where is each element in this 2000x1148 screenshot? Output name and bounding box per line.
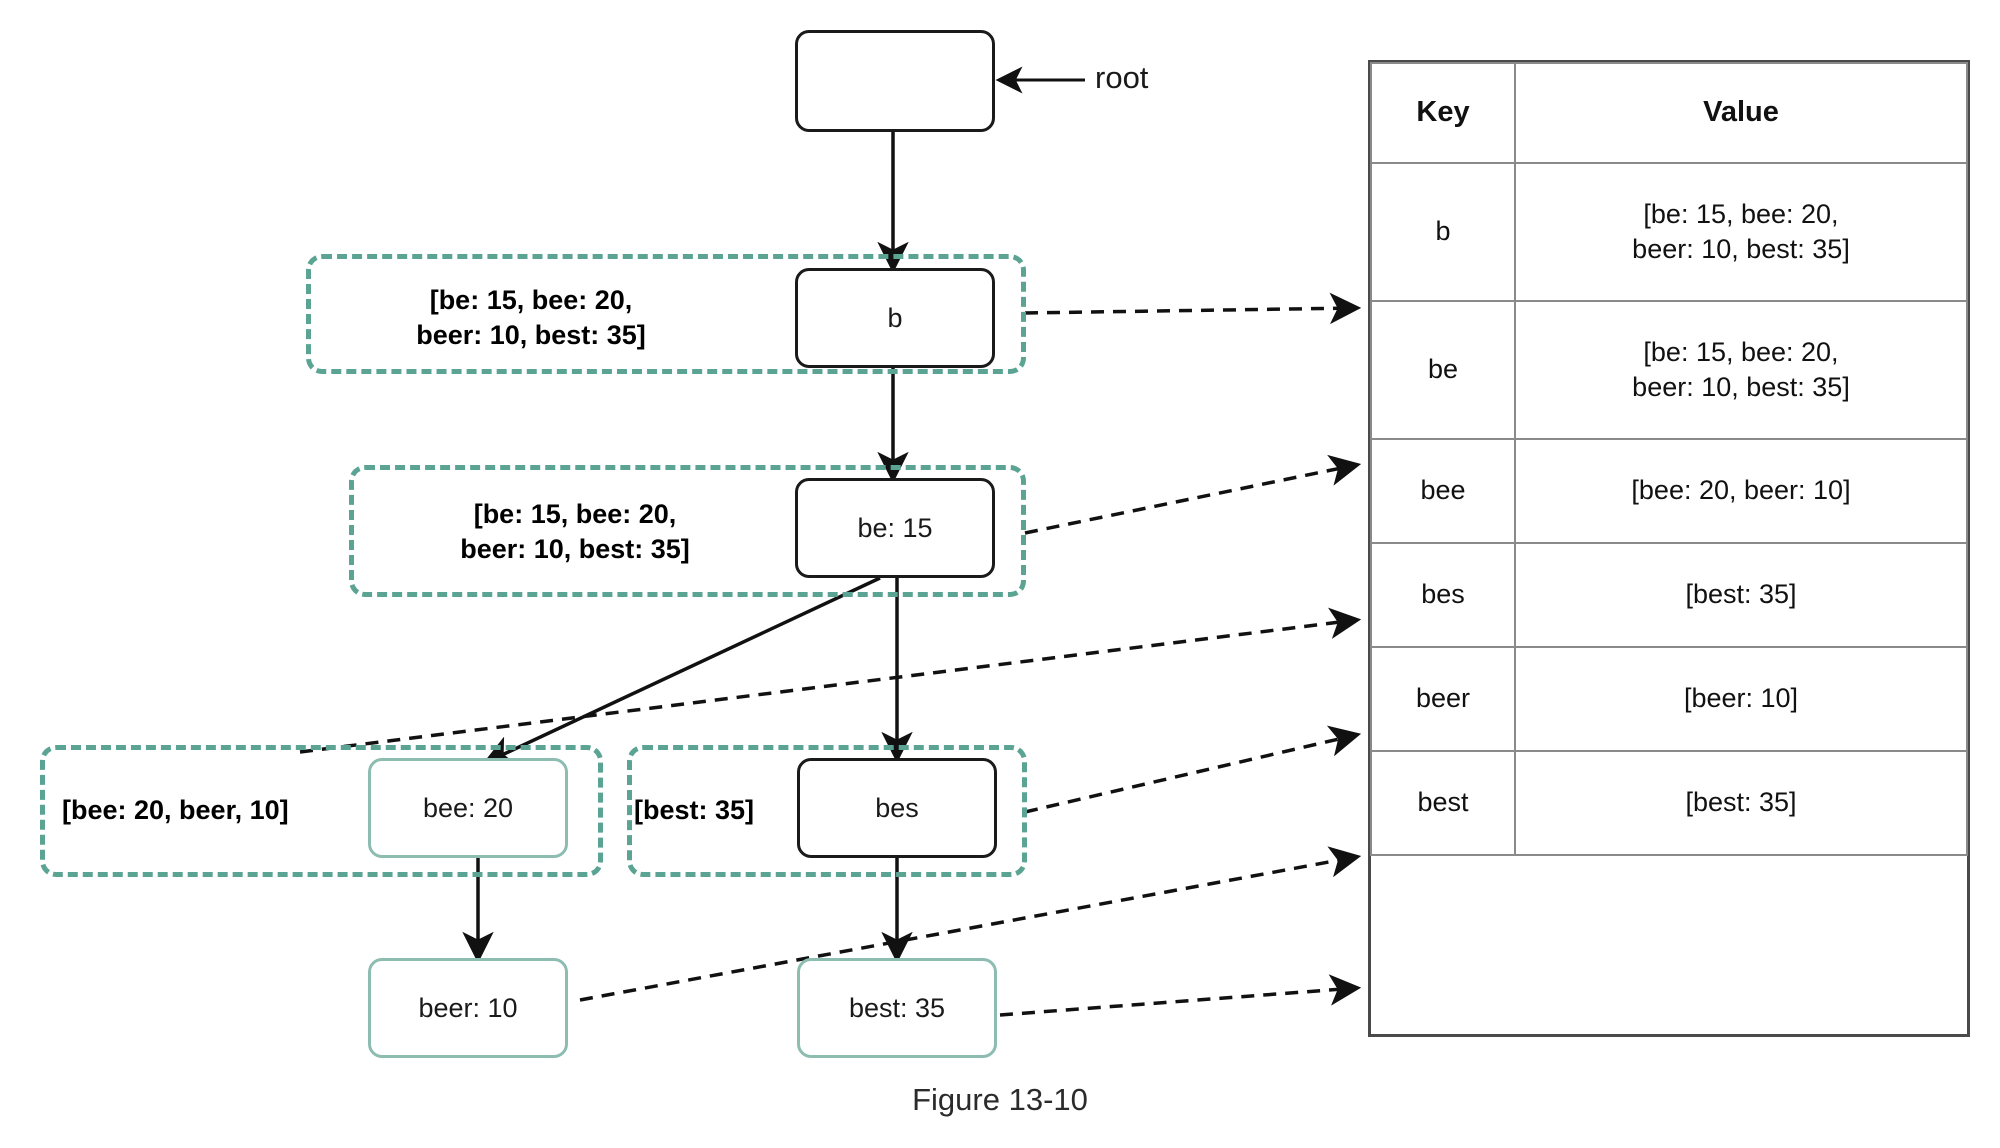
table-header-key: Key <box>1370 62 1516 164</box>
tree-node-be-label: be: 15 <box>857 512 933 543</box>
table-cell-value: [best: 35] <box>1514 750 1968 856</box>
tree-node-b[interactable]: b <box>795 268 995 368</box>
edge-map-bee <box>299 607 1362 754</box>
table-cell-value: [beer: 10] <box>1514 646 1968 752</box>
table-cell-key: beer <box>1370 646 1516 752</box>
tree-node-best-label: best: 35 <box>848 992 946 1023</box>
table-row[interactable]: bee [bee: 20, beer: 10] <box>1370 438 1968 544</box>
table-cell-key: bes <box>1370 542 1516 648</box>
table-header-row: Key Value <box>1370 62 1968 164</box>
table-cell-value: [bee: 20, beer: 10] <box>1514 438 1968 544</box>
tree-node-beer[interactable]: beer: 10 <box>368 958 568 1058</box>
key-value-table: Key Value b [be: 15, bee: 20, beer: 10, … <box>1370 62 1968 856</box>
tree-node-best[interactable]: best: 35 <box>797 958 997 1058</box>
table-row[interactable]: bes [best: 35] <box>1370 542 1968 648</box>
table-row[interactable]: be [be: 15, bee: 20, beer: 10, best: 35] <box>1370 300 1968 440</box>
tree-node-be[interactable]: be: 15 <box>795 478 995 578</box>
tree-node-bee[interactable]: bee: 20 <box>368 758 568 858</box>
edge-map-best <box>999 974 1362 1017</box>
table-cell-value: [best: 35] <box>1514 542 1968 648</box>
table-header-value: Value <box>1514 62 1968 164</box>
edge-map-be <box>1024 454 1362 535</box>
edge-map-bes <box>1024 725 1362 814</box>
table-row[interactable]: best [best: 35] <box>1370 750 1968 856</box>
root-label: root <box>1095 60 1149 95</box>
table-cell-key: b <box>1370 162 1516 302</box>
table-row[interactable]: b [be: 15, bee: 20, beer: 10, best: 35] <box>1370 162 1968 302</box>
tree-node-bee-label: bee: 20 <box>422 792 514 823</box>
annotation-label-b: [be: 15, bee: 20, beer: 10, best: 35] <box>416 285 646 350</box>
tree-node-beer-label: beer: 10 <box>418 992 518 1023</box>
edge-map-b <box>1024 292 1362 325</box>
table-cell-key: best <box>1370 750 1516 856</box>
table-cell-value: [be: 15, bee: 20, beer: 10, best: 35] <box>1514 300 1968 440</box>
figure-caption: Figure 13-10 <box>912 1082 1088 1117</box>
tree-node-root[interactable] <box>795 30 995 132</box>
table-cell-value: [be: 15, bee: 20, beer: 10, best: 35] <box>1514 162 1968 302</box>
tree-node-b-label: b <box>887 302 903 333</box>
annotation-label-bes: [best: 35] <box>634 795 755 825</box>
annotation-group-b <box>306 254 1026 374</box>
tree-node-bes[interactable]: bes <box>797 758 997 858</box>
annotation-label-be: [be: 15, bee: 20, beer: 10, best: 35] <box>460 499 690 564</box>
tree-node-bes-label: bes <box>875 792 919 823</box>
annotation-label-bee: [bee: 20, beer, 10] <box>62 795 289 825</box>
table-row[interactable]: beer [beer: 10] <box>1370 646 1968 752</box>
edge-be-bee <box>482 576 881 766</box>
table-cell-key: be <box>1370 300 1516 440</box>
table-cell-key: bee <box>1370 438 1516 544</box>
